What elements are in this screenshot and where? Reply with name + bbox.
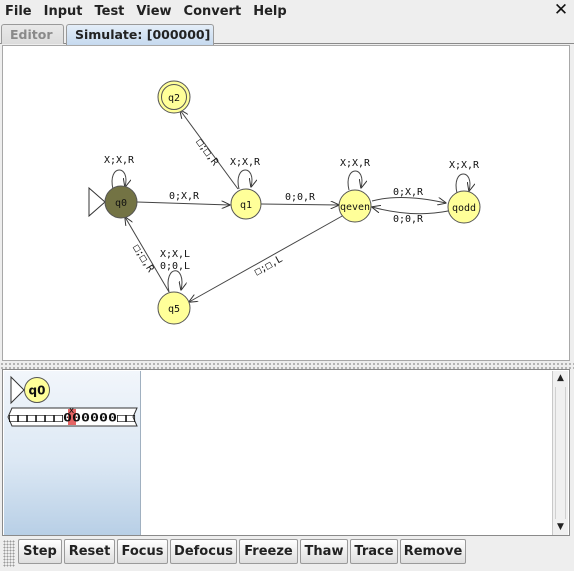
- loop-q5: [167, 270, 182, 293]
- state-q2-final[interactable]: [157, 80, 191, 114]
- edge-qeven-qodd: [371, 196, 446, 203]
- menu-bar: File Input Test View Convert Help: [0, 0, 574, 22]
- loop-qodd: [455, 173, 470, 194]
- loop-q0: [111, 169, 126, 190]
- tape-contents: □□□□□□000000□□: [9, 411, 135, 425]
- menu-test[interactable]: Test: [94, 3, 125, 19]
- config-initial-marker: [10, 375, 25, 405]
- state-label-qeven: qeven: [340, 202, 370, 213]
- state-label-qodd: qodd: [452, 203, 476, 214]
- pane-splitter[interactable]: [0, 362, 574, 369]
- edge-q1-q2: [180, 110, 239, 190]
- state-label-q5: q5: [168, 304, 180, 315]
- label-q5-loop-2: 0;0,L: [160, 261, 190, 272]
- state-q5[interactable]: [157, 291, 191, 325]
- reset-button[interactable]: Reset: [64, 539, 115, 564]
- configuration-card[interactable]: q0 x □□□□□□000000□□: [4, 371, 141, 535]
- state-label-q1: q1: [240, 200, 252, 211]
- menu-help[interactable]: Help: [253, 3, 287, 19]
- config-state-label: q0: [29, 384, 46, 398]
- edge-qodd-qeven: [372, 207, 449, 215]
- state-qodd[interactable]: [447, 190, 481, 224]
- menu-file[interactable]: File: [5, 3, 32, 19]
- edge-qeven-q5: [189, 214, 345, 302]
- state-label-q2: q2: [168, 93, 180, 104]
- label-q0-q1: 0;X,R: [169, 191, 200, 202]
- focus-button[interactable]: Focus: [117, 539, 168, 564]
- edge-q5-q0: [125, 217, 170, 293]
- tab-editor[interactable]: Editor: [1, 24, 64, 44]
- state-label-q0: q0: [115, 198, 127, 209]
- label-q1-q2: □;□,R: [194, 137, 221, 169]
- label-q5-loop-1: X;X,L: [160, 249, 190, 260]
- label-q5-q0: □;□,R: [130, 243, 156, 275]
- label-qodd-qeven: 0;0,R: [393, 214, 424, 225]
- state-q1[interactable]: [230, 188, 262, 220]
- edge-q1-qeven: [260, 204, 339, 205]
- label-q1-qeven: 0;0,R: [285, 192, 316, 203]
- tape-head-cell: [68, 409, 76, 425]
- tape-head-marker: x: [69, 406, 75, 416]
- defocus-button[interactable]: Defocus: [170, 539, 237, 564]
- label-q0-loop: X;X,R: [104, 155, 135, 166]
- scrollbar-track[interactable]: [555, 387, 566, 519]
- tab-bar: Editor Simulate: [000000]: [0, 23, 574, 45]
- loop-q1: [237, 169, 252, 190]
- scroll-up-icon[interactable]: ▲: [557, 373, 564, 383]
- label-q1-loop: X;X,R: [230, 157, 261, 168]
- loop-qeven: [347, 170, 362, 191]
- tab-simulate[interactable]: Simulate: [000000]: [66, 24, 214, 45]
- state-qeven[interactable]: [338, 189, 372, 223]
- menu-input[interactable]: Input: [43, 3, 83, 19]
- scroll-down-icon[interactable]: ▼: [557, 522, 564, 532]
- freeze-button[interactable]: Freeze: [239, 539, 298, 564]
- step-button[interactable]: Step: [18, 539, 62, 564]
- remove-button[interactable]: Remove: [400, 539, 466, 564]
- label-qeven-qodd: 0;X,R: [393, 187, 424, 198]
- final-state-ring: [161, 84, 187, 110]
- state-diagram: q0 q2 q1 qeven qodd q5 X;X,R 0;X,R X;X,R…: [88, 80, 481, 325]
- close-icon[interactable]: ✕: [553, 0, 569, 20]
- initial-state-marker: [88, 186, 106, 218]
- edge-q0-q1: [136, 202, 230, 205]
- simulation-toolbar: Step Reset Focus Defocus Freeze Thaw Tra…: [0, 537, 574, 571]
- configuration-view: q0 x □□□□□□000000□□: [7, 375, 138, 427]
- menu-view[interactable]: View: [136, 3, 172, 19]
- state-diagram-canvas[interactable]: q0 q2 q1 qeven qodd q5 X;X,R 0;X,R X;X,R…: [2, 45, 570, 361]
- configuration-pane: q0 x □□□□□□000000□□ ▲ ▼: [2, 369, 570, 536]
- label-qodd-loop: X;X,R: [449, 160, 480, 171]
- trace-button[interactable]: Trace: [350, 539, 398, 564]
- config-state-circle: [24, 377, 50, 403]
- toolbar-grip[interactable]: [3, 540, 15, 567]
- menu-convert[interactable]: Convert: [183, 3, 242, 19]
- state-q0-current[interactable]: [104, 185, 138, 219]
- thaw-button[interactable]: Thaw: [300, 539, 348, 564]
- configuration-scrollbar[interactable]: ▲ ▼: [552, 371, 568, 535]
- label-qeven-loop: X;X,R: [340, 158, 371, 169]
